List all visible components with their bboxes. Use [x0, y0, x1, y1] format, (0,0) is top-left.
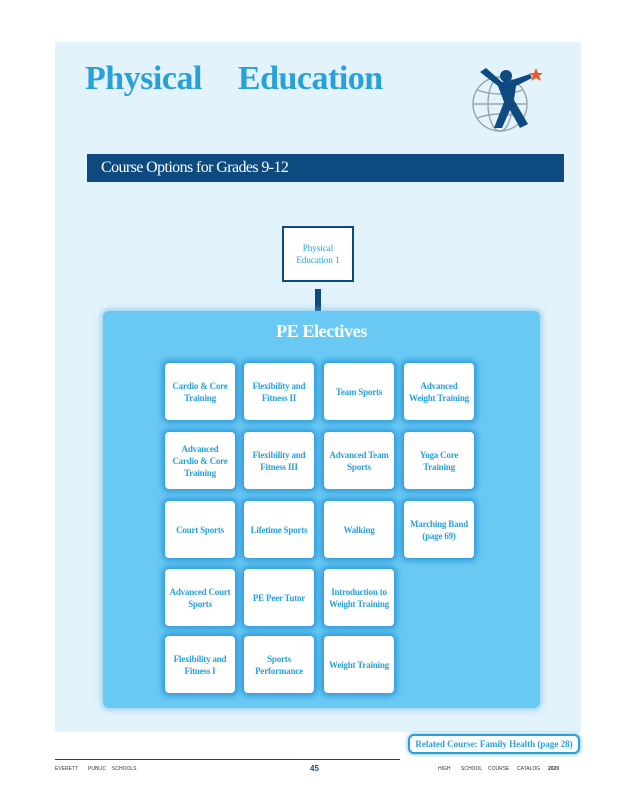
title-word-physical: Physical — [85, 60, 202, 97]
physical-education-1-label: Physical Education 1 — [296, 243, 340, 265]
course-lifetime-sports: Lifetime Sports — [244, 501, 314, 558]
district-logo-icon — [472, 68, 543, 132]
physical-education-1-box: Physical Education 1 — [282, 226, 354, 282]
footer-school: SCHOOL — [461, 766, 483, 772]
course-flexibility-fitness-1: Flexibility and Fitness I — [165, 636, 235, 693]
title-word-education: Education — [237, 60, 383, 97]
grade-options-banner: Course Options for Grades 9-12 — [87, 154, 564, 182]
page-title: Physical Education — [85, 60, 383, 98]
course-weight-training: Weight Training — [324, 636, 394, 693]
course-cardio-core-training: Cardio & Core Training — [165, 363, 235, 420]
course-walking: Walking — [324, 501, 394, 558]
course-advanced-cardio-core-training: Advanced Cardio & Core Training — [165, 432, 235, 489]
course-sports-performance: Sports Performance — [244, 636, 314, 693]
footer-divider — [55, 759, 400, 760]
page-number: 45 — [310, 764, 319, 773]
course-yoga-core-training: Yoga Core Training — [404, 432, 474, 489]
footer-schools: SCHOOLS — [112, 766, 137, 772]
footer-public: PUBLIC — [88, 766, 107, 772]
footer-course: COURSE — [488, 766, 510, 772]
course-flexibility-fitness-2: Flexibility and Fitness II — [244, 363, 314, 420]
course-flexibility-fitness-3: Flexibility and Fitness III — [244, 432, 314, 489]
course-marching-band: Marching Band (page 69) — [404, 501, 474, 558]
course-advanced-team-sports: Advanced Team Sports — [324, 432, 394, 489]
course-team-sports: Team Sports — [324, 363, 394, 420]
course-court-sports: Court Sports — [165, 501, 235, 558]
pe-electives-group: PE Electives Cardio & Core Training Flex… — [103, 311, 540, 708]
course-intro-weight-training: Introduction to Weight Training — [324, 569, 394, 626]
related-course-note: Related Course: Family Health (page 28) — [408, 734, 580, 754]
footer-catalog: CATALOG — [517, 766, 541, 772]
course-advanced-weight-training: Advanced Weight Training — [404, 363, 474, 420]
footer-everett: EVERETT — [55, 766, 79, 772]
pe-electives-title: PE Electives — [276, 321, 367, 341]
footer-high: HIGH — [438, 766, 451, 772]
footer-year: 2020 — [548, 766, 560, 772]
connector-line — [315, 289, 321, 311]
course-advanced-court-sports: Advanced Court Sports — [165, 569, 235, 626]
course-pe-peer-tutor: PE Peer Tutor — [244, 569, 314, 626]
